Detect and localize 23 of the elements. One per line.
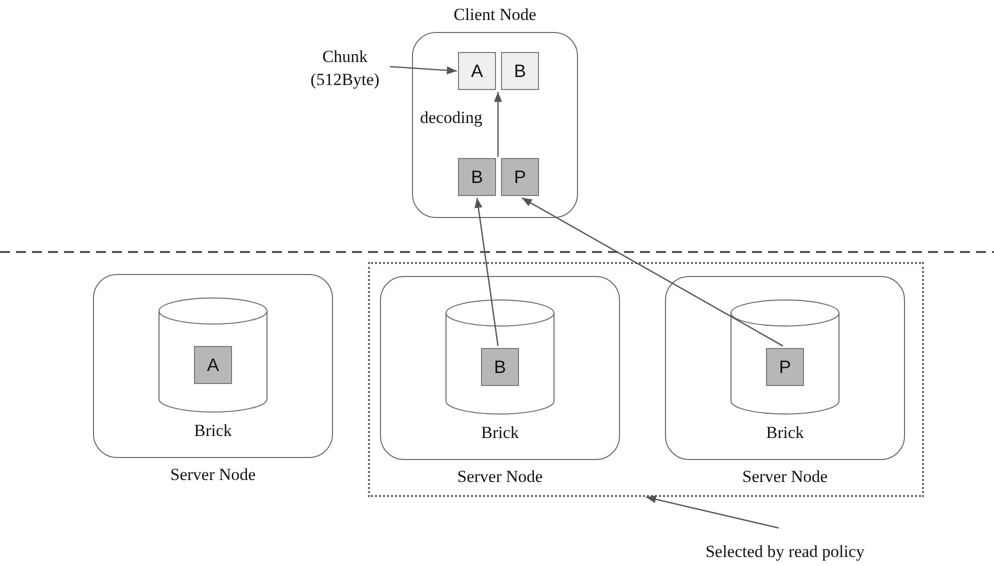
node-title: Brick [193, 421, 233, 441]
chunk-block: B [501, 52, 539, 90]
dotted-selection-box [368, 262, 924, 497]
edge-label: decoding [418, 108, 484, 128]
arrow [494, 92, 502, 157]
chunk-block: P [501, 158, 539, 196]
annotation-text: Chunk (512Byte) [300, 45, 390, 93]
arrow [474, 198, 499, 346]
chunk-block: A [194, 346, 232, 384]
arrow [522, 197, 784, 347]
node-title: Brick [480, 423, 520, 443]
node-title: Server Node [169, 465, 257, 485]
node-title: Brick [765, 423, 805, 443]
leader-arrow [646, 495, 779, 529]
chunk-block: B [458, 158, 496, 196]
chunk-block: A [458, 52, 496, 90]
chunk-block: B [481, 348, 519, 386]
annotation-text: Selected by read policy [680, 540, 890, 564]
chunk-block: P [766, 348, 804, 386]
arrow [390, 66, 457, 74]
node-title: Client Node [452, 5, 538, 25]
node-title: Server Node [456, 467, 544, 487]
node-title: Server Node [741, 467, 829, 487]
